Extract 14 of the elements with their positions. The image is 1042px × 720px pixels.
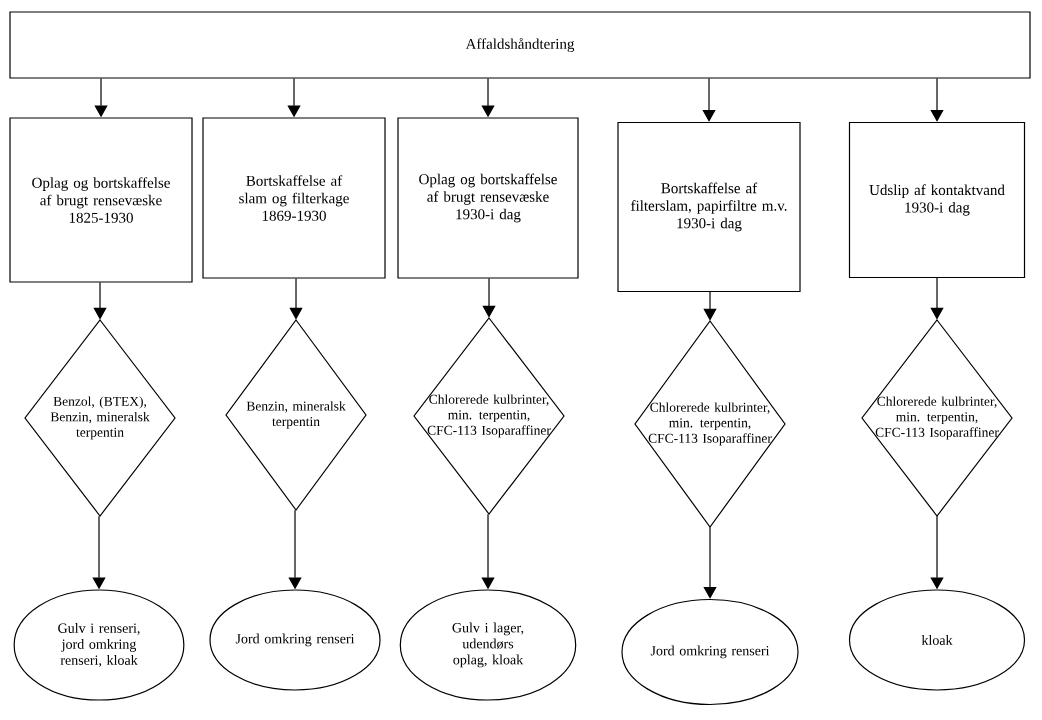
- arrow: [930, 277, 944, 320]
- process-box: Bortskaffelse af slam og filterkage 1869-1930: [202, 117, 386, 279]
- process-box: Affaldshåndtering: [9, 11, 1031, 79]
- process-box: Oplag og bortskaffelse af brugt rensevæske 1825-1930: [9, 117, 193, 283]
- arrow: [482, 278, 496, 318]
- process-box: Oplag og bortskaffelse af brugt rensevæske 1930-i dag: [397, 117, 579, 279]
- arrow: [289, 278, 303, 320]
- process-box: Udslip af kontaktvand 1930-i dag: [848, 121, 1026, 279]
- arrow: [702, 78, 716, 122]
- process-box: Bortskaffelse af filterslam, papirfiltre m.v. 1930-i dag: [617, 121, 801, 293]
- arrow: [930, 78, 944, 122]
- arrow: [703, 291, 717, 321]
- arrow: [93, 282, 107, 320]
- arrow: [703, 526, 717, 599]
